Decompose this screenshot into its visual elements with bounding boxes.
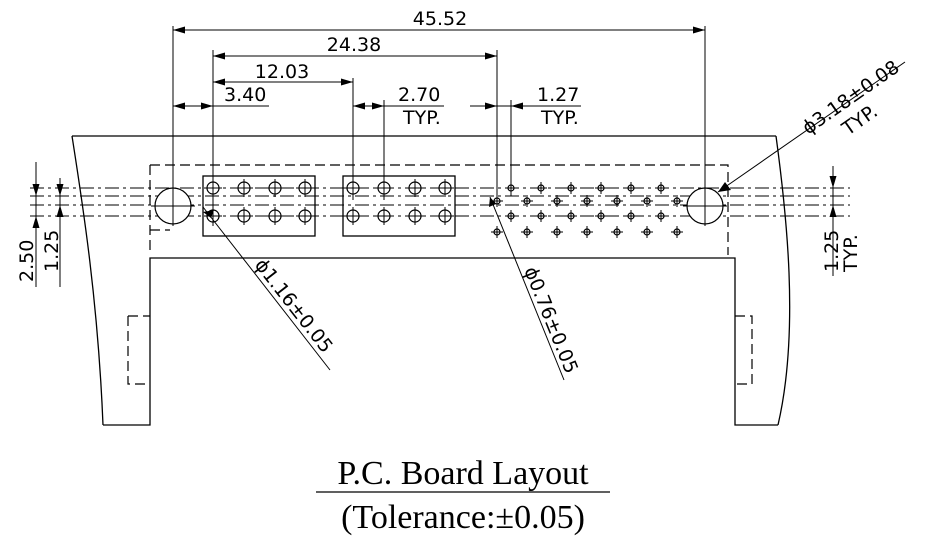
hole-076-symbol <box>505 210 517 222</box>
hole-076-symbol <box>565 182 577 194</box>
hole-116-symbol <box>204 207 222 225</box>
hole-116-symbol <box>296 179 314 197</box>
hole-076-symbol <box>625 182 637 194</box>
hole-076-symbol <box>551 226 563 238</box>
hole-116-symbol <box>204 179 222 197</box>
hole-116-symbol <box>344 207 362 225</box>
dim-pitch-270 <box>353 102 444 110</box>
dim-pitch-270-label: 2.70 <box>398 84 440 106</box>
holes-076-group <box>491 182 683 238</box>
hole-076-symbol <box>565 210 577 222</box>
hole-116-symbol <box>235 207 253 225</box>
hole-076-symbol <box>611 226 623 238</box>
hole-076-symbol <box>641 195 653 207</box>
leader-hole-076 <box>489 196 565 381</box>
hole-076-symbol <box>581 226 593 238</box>
hole-076-symbol <box>595 210 607 222</box>
leader-hole-116 <box>202 206 331 371</box>
hole-076-symbol <box>655 210 667 222</box>
hole-076-symbol <box>551 195 563 207</box>
dim-block-span <box>213 78 353 86</box>
hole-116-symbol <box>235 179 253 197</box>
hole-076-symbol <box>641 226 653 238</box>
dim-array-span <box>213 52 497 60</box>
hole-076-symbol <box>491 226 503 238</box>
dim-block-span-label: 12.03 <box>255 61 309 83</box>
mounting-hole-left <box>151 186 195 226</box>
hole-076-symbol <box>655 182 667 194</box>
dim-right-125 <box>829 166 837 276</box>
dim-left-125 <box>56 178 64 287</box>
hole-116-symbol <box>375 207 393 225</box>
hole-076-symbol <box>671 226 683 238</box>
dim-pitch-270-typ: TYP. <box>402 107 441 129</box>
hole-116-symbol <box>266 207 284 225</box>
dim-overall-pitch-label: 45.52 <box>413 8 467 30</box>
hole-076-symbol <box>611 195 623 207</box>
dim-hole-076-label: ϕ0.76±0.05 <box>519 264 582 377</box>
mounting-hole-right <box>683 186 727 226</box>
hole-116-symbol <box>436 207 454 225</box>
hole-076-symbol <box>595 182 607 194</box>
dim-overall-pitch <box>173 26 705 34</box>
dim-hole-offset <box>173 102 269 110</box>
hole-116-symbol <box>344 179 362 197</box>
hole-116-symbol <box>436 179 454 197</box>
dim-hole-116-label: ϕ1.16±0.05 <box>250 255 337 358</box>
hole-116-symbol <box>406 179 424 197</box>
dashed-outlines <box>127 164 753 385</box>
contact-block-right <box>342 175 456 237</box>
hole-076-symbol <box>535 182 547 194</box>
hole-076-symbol <box>521 226 533 238</box>
hole-116-symbol <box>266 179 284 197</box>
hole-116-symbol <box>296 207 314 225</box>
caption-tolerance: (Tolerance:±0.05) <box>341 499 585 536</box>
holes-116-group <box>204 179 454 225</box>
hole-076-symbol <box>581 195 593 207</box>
hole-116-symbol <box>406 207 424 225</box>
hole-076-symbol <box>491 195 503 207</box>
dim-right-125-typ: TYP. <box>840 234 862 273</box>
hole-076-symbol <box>505 182 517 194</box>
hole-076-symbol <box>521 195 533 207</box>
dim-left-125-label: 1.25 <box>41 230 63 272</box>
leader-mount-hole <box>717 61 906 193</box>
contact-block-left <box>202 175 316 237</box>
dim-right-125-label: 1.25 <box>821 230 843 272</box>
dim-left-250 <box>32 162 40 287</box>
hole-076-symbol <box>671 195 683 207</box>
hole-076-symbol <box>625 210 637 222</box>
dim-array-span-label: 24.38 <box>327 34 381 56</box>
dim-hole-offset-label: 3.40 <box>224 84 266 106</box>
dim-pitch-127-typ: TYP. <box>540 107 579 129</box>
dim-left-250-label: 2.50 <box>16 240 38 282</box>
hole-076-symbol <box>535 210 547 222</box>
hole-116-symbol <box>375 179 393 197</box>
board-outline <box>71 135 791 426</box>
dim-pitch-127-label: 1.27 <box>537 84 579 106</box>
dim-pitch-127 <box>470 102 581 110</box>
caption-title: P.C. Board Layout <box>337 455 589 492</box>
